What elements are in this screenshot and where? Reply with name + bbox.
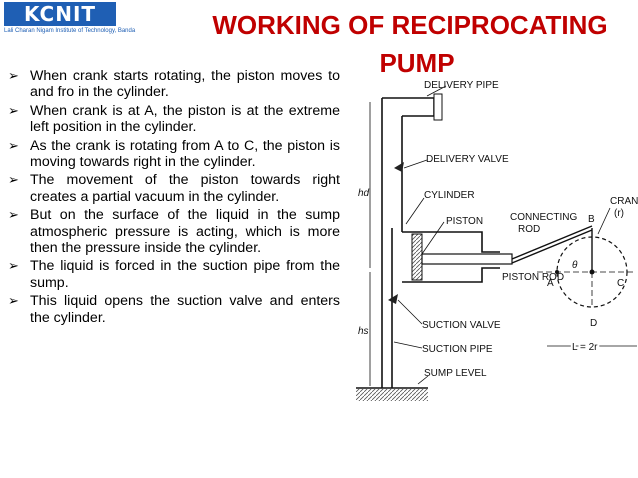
label-cylinder: CYLINDER — [424, 190, 475, 201]
arrow-bullet-icon: ➢ — [8, 207, 19, 223]
label-point-d: D — [590, 318, 597, 329]
label-theta: θ — [572, 260, 578, 271]
piston — [411, 233, 423, 281]
delivery-pipe — [381, 97, 435, 240]
suction-pipe — [381, 286, 393, 388]
label-point-a: A — [547, 278, 554, 289]
kcnit-logo: KCNIT Lali Charan Nigam Institute of Tec… — [4, 2, 136, 40]
label-point-b: B — [588, 214, 595, 225]
label-delivery-pipe: DELIVERY PIPE — [424, 80, 499, 91]
label-piston: PISTON — [446, 216, 483, 227]
logo-subtitle: Lali Charan Nigam Institute of Technolog… — [4, 28, 136, 34]
bullet-text: When crank is at A, the piston is at the… — [30, 102, 340, 136]
label-connecting-rod-1: CONNECTING — [510, 212, 577, 223]
crank-center — [589, 269, 595, 275]
bullet-text: But on the surface of the liquid in the … — [30, 207, 340, 257]
label-piston-rod: PISTON ROD — [502, 272, 564, 283]
sump-leader — [417, 375, 429, 385]
bullet-text: As the crank is rotating from A to C, th… — [30, 137, 340, 171]
connecting-rod-edge — [511, 229, 593, 264]
label-crank-r: (r) — [614, 208, 624, 219]
bullet-item: ➢ As the crank is rotating from A to C, t… — [6, 138, 340, 171]
title-line-2: PUMP — [379, 48, 455, 78]
cylinder — [381, 228, 500, 286]
arrow-bullet-icon: ➢ — [8, 172, 19, 188]
bullet-text: The movement of the piston towards right… — [30, 172, 340, 205]
label-point-c: C — [617, 278, 624, 289]
label-delivery-valve: DELIVERY VALVE — [426, 154, 509, 165]
label-suction-valve: SUCTION VALVE — [422, 320, 501, 331]
bullet-item: ➢ The movement of the piston towards righ… — [6, 172, 340, 205]
point-a-marker — [555, 270, 559, 274]
label-hd: hd — [358, 188, 370, 199]
delivery-pipe-leader — [426, 85, 447, 97]
title-line-1: WORKING OF RECIPROCATING — [212, 10, 608, 40]
bullet-list: ➢ When crank starts rotating, the piston … — [6, 68, 340, 328]
label-hs: hs — [358, 326, 369, 337]
bullet-item: ➢ When crank is at A, the piston is at th… — [6, 103, 340, 136]
connecting-rod — [511, 225, 593, 260]
label-connecting-rod-2: ROD — [518, 224, 540, 235]
label-sump-level: SUMP LEVEL — [424, 368, 487, 379]
delivery-valve-flap — [394, 162, 404, 172]
sump-liquid — [356, 389, 428, 401]
piston-leader — [421, 221, 445, 255]
bullet-item: ➢ The liquid is forced in the suction pip… — [6, 258, 340, 291]
label-crank: CRANK — [610, 196, 638, 207]
piston-rod — [421, 253, 513, 265]
suction-pipe-leader — [393, 341, 423, 349]
slide-title: WORKING OF RECIPROCATING PUMP — [180, 6, 638, 82]
cylinder-leader — [405, 197, 425, 225]
suction-valve-flap — [388, 294, 398, 304]
crank-leader — [597, 207, 611, 235]
label-suction-pipe: SUCTION PIPE — [422, 344, 493, 355]
arrow-bullet-icon: ➢ — [8, 293, 19, 309]
bullet-item: ➢ But on the surface of the liquid in the… — [6, 207, 340, 256]
arrow-bullet-icon: ➢ — [8, 137, 19, 153]
suction-valve-leader — [397, 299, 423, 325]
logo-text: KCNIT — [4, 2, 116, 26]
delivery-valve-leader — [403, 159, 428, 169]
label-stroke: L = 2r — [572, 342, 598, 353]
bullet-item: ➢ When crank starts rotating, the piston … — [6, 68, 340, 101]
bullet-text: The liquid is forced in the suction pipe… — [30, 258, 340, 291]
bullet-item: ➢ This liquid opens the suction valve and… — [6, 293, 340, 326]
bullet-text: This liquid opens the suction valve and … — [30, 293, 340, 326]
arrow-bullet-icon: ➢ — [8, 68, 19, 83]
delivery-pipe-cap — [433, 93, 443, 121]
arrow-bullet-icon: ➢ — [8, 102, 19, 118]
arrow-bullet-icon: ➢ — [8, 258, 19, 274]
reciprocating-pump-diagram: DELIVERY PIPE DELIVERY VALVE CYLINDER PI… — [356, 80, 638, 401]
bullet-text: When crank starts rotating, the piston m… — [30, 68, 340, 101]
